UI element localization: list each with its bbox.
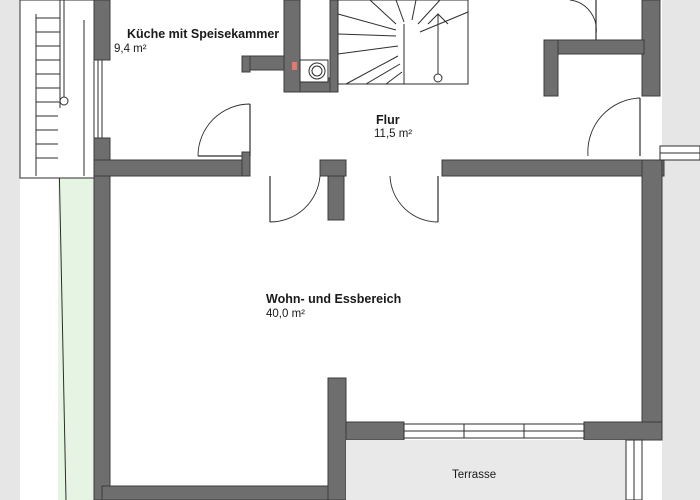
room-wohnen-area: 40,0 m² [266, 308, 305, 320]
door-top-right [569, 0, 597, 40]
interior-staircase [337, 0, 469, 85]
door-living-right [389, 175, 439, 223]
exterior-staircase [19, 0, 103, 179]
room-terrasse-name: Terrasse [452, 469, 496, 481]
terrace-window [403, 423, 585, 439]
door-living-left [269, 175, 321, 223]
outside-area-left [0, 0, 20, 500]
door-kitchen [197, 103, 251, 157]
room-wohnen-name: Wohn- und Essbereich [266, 292, 401, 306]
terrace-area [346, 440, 626, 500]
room-flur-name: Flur [376, 113, 400, 127]
room-kueche-area: 9,4 m² [114, 43, 147, 55]
outside-area-right [662, 0, 700, 500]
kitchen-appliance [292, 59, 329, 83]
room-flur-area: 11,5 m² [374, 128, 412, 140]
room-kueche-name: Küche mit Speisekammer [127, 27, 279, 41]
door-right-room [587, 97, 641, 157]
walls [93, 0, 665, 500]
